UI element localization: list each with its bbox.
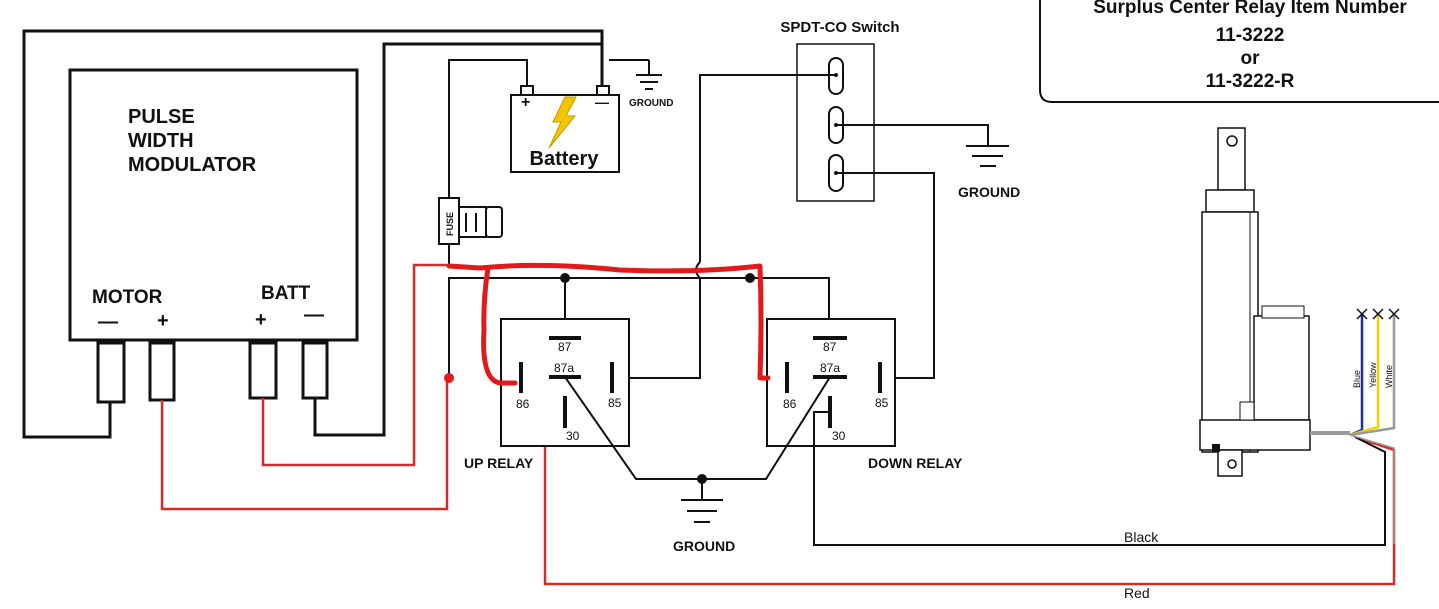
- battery-ground-label: GROUND: [629, 98, 673, 109]
- pwm-title-3: MODULATOR: [128, 154, 257, 176]
- wire-blue-label: Blue: [1352, 370, 1362, 388]
- pwm-title-1: PULSE: [128, 106, 195, 128]
- up-relay-pin-87a: 87a: [554, 361, 574, 375]
- info-line-1: Surplus Center Relay Item Number: [1093, 0, 1407, 18]
- switch-ground-symbol: [966, 145, 1009, 167]
- pwm-motor-label: MOTOR: [92, 287, 163, 308]
- relay-ground-label: GROUND: [673, 538, 735, 554]
- wire-white-label: White: [1384, 365, 1394, 388]
- battery-plus-sign: +: [521, 94, 530, 111]
- red-marker-annotation: [446, 262, 771, 386]
- wire-yellow-label: Yellow: [1368, 362, 1378, 388]
- fuse: FUSE: [438, 197, 503, 245]
- motor-plus-sign: +: [157, 310, 169, 332]
- motor-plus-terminal: [148, 341, 176, 402]
- relay-info-box: Surplus Center Relay Item Number 11-3222…: [1039, 0, 1439, 103]
- down-relay-pin-86: 86: [783, 397, 797, 411]
- fuse-label: FUSE: [445, 212, 455, 236]
- pwm-title-2: WIDTH: [128, 130, 194, 152]
- linear-actuator: [1199, 127, 1311, 477]
- info-line-2: 11-3222: [1216, 25, 1285, 46]
- up-relay-label: UP RELAY: [464, 455, 534, 471]
- batt-plus-terminal: [248, 341, 278, 400]
- wire-red-label: Red: [1124, 585, 1150, 601]
- battery-label: Battery: [530, 148, 600, 170]
- wire-end-markers: [1356, 308, 1400, 320]
- motor-minus-sign: —: [98, 311, 118, 333]
- up-relay-pin-30: 30: [566, 429, 580, 443]
- down-relay-pin-30: 30: [832, 429, 846, 443]
- battery-minus-sign: —: [595, 94, 609, 110]
- relay-ground-symbol: [681, 499, 723, 523]
- wire-black-label: Black: [1124, 529, 1159, 545]
- switch-title: SPDT-CO Switch: [780, 19, 899, 36]
- down-relay: 87 87a 86 85 30: [766, 318, 896, 447]
- up-relay: 87 87a 86 85 30: [500, 318, 630, 447]
- up-relay-pin-87: 87: [558, 340, 572, 354]
- batt-minus-sign: —: [304, 304, 324, 326]
- down-relay-pin-87a: 87a: [820, 361, 840, 375]
- motor-minus-terminal: [96, 341, 126, 404]
- pwm-black-wires: [22, 29, 604, 439]
- up-relay-pin-85: 85: [608, 396, 622, 410]
- switch-ground-label: GROUND: [958, 184, 1020, 200]
- battery: + — Battery: [510, 85, 620, 173]
- batt-minus-terminal: [301, 341, 329, 400]
- batt-plus-sign: +: [255, 309, 267, 331]
- actuator-cable: [1310, 314, 1396, 544]
- down-relay-label: DOWN RELAY: [868, 455, 963, 471]
- info-line-3: or: [1241, 48, 1261, 69]
- up-relay-pin-86: 86: [516, 397, 530, 411]
- info-line-4: 11-3222-R: [1206, 71, 1295, 92]
- lightning-bolt-icon: [548, 96, 577, 149]
- down-relay-pin-87: 87: [823, 340, 837, 354]
- pwm-batt-label: BATT: [261, 283, 311, 304]
- pwm-module: PULSE WIDTH MODULATOR MOTOR BATT — + + —: [68, 68, 359, 404]
- red-junction-dot: [444, 373, 454, 383]
- down-relay-pin-85: 85: [875, 396, 889, 410]
- battery-ground-symbol: [609, 59, 662, 90]
